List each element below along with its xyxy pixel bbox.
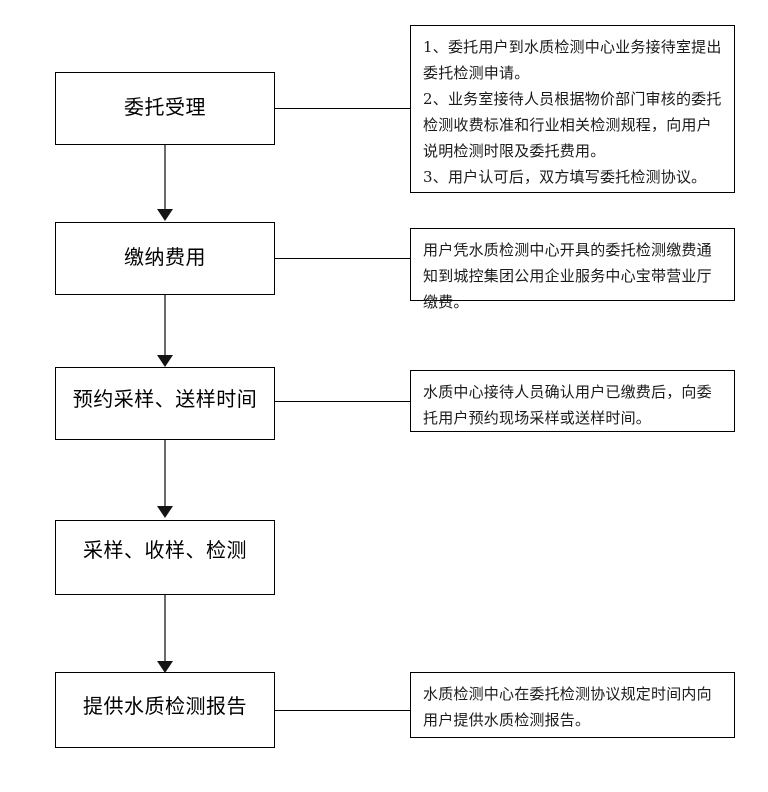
process-box-step-2[interactable]: 缴纳费用: [55, 222, 275, 295]
flow-arrow-line-3-to-4: [164, 440, 166, 508]
process-box-step-5[interactable]: 提供水质检测报告: [55, 672, 275, 748]
flow-arrow-line-1-to-2: [164, 145, 166, 211]
flow-arrow-line-4-to-5: [164, 595, 166, 663]
connector-step-2: [275, 258, 410, 259]
description-box-step-5: 水质检测中心在委托检测协议规定时间内向用户提供水质检测报告。: [410, 672, 735, 738]
flow-arrow-head-4-to-5: [157, 661, 173, 673]
process-box-step-1[interactable]: 委托受理: [55, 72, 275, 145]
description-text-step-5: 水质检测中心在委托检测协议规定时间内向用户提供水质检测报告。: [423, 685, 712, 729]
flow-arrow-line-2-to-3: [164, 295, 166, 357]
process-box-step-3[interactable]: 预约采样、送样时间: [55, 367, 275, 440]
connector-step-5: [275, 710, 410, 711]
process-label-step-1: 委托受理: [124, 95, 206, 119]
description-box-step-1: 1、委托用户到水质检测中心业务接待室提出委托检测申请。 2、业务室接待人员根据物…: [410, 25, 735, 193]
process-box-step-4[interactable]: 采样、收样、检测: [55, 520, 275, 595]
description-box-step-2: 用户凭水质检测中心开具的委托检测缴费通知到城控集团公用企业服务中心宝带营业厅缴费…: [410, 228, 735, 311]
process-label-step-5: 提供水质检测报告: [83, 694, 247, 718]
connector-step-1: [275, 108, 410, 109]
flow-arrow-head-3-to-4: [157, 506, 173, 518]
process-label-step-4: 采样、收样、检测: [83, 538, 247, 562]
flow-arrow-head-2-to-3: [157, 355, 173, 367]
process-label-step-2: 缴纳费用: [124, 245, 206, 269]
description-text-step-3: 水质中心接待人员确认用户已缴费后，向委托用户预约现场采样或送样时间。: [423, 383, 712, 427]
process-label-step-3: 预约采样、送样时间: [72, 387, 258, 411]
connector-step-3: [275, 401, 410, 402]
flow-arrow-head-1-to-2: [157, 209, 173, 221]
description-text-step-2: 用户凭水质检测中心开具的委托检测缴费通知到城控集团公用企业服务中心宝带营业厅缴费…: [423, 241, 712, 311]
description-box-step-3: 水质中心接待人员确认用户已缴费后，向委托用户预约现场采样或送样时间。: [410, 370, 735, 432]
description-text-step-1: 1、委托用户到水质检测中心业务接待室提出委托检测申请。 2、业务室接待人员根据物…: [423, 38, 722, 186]
